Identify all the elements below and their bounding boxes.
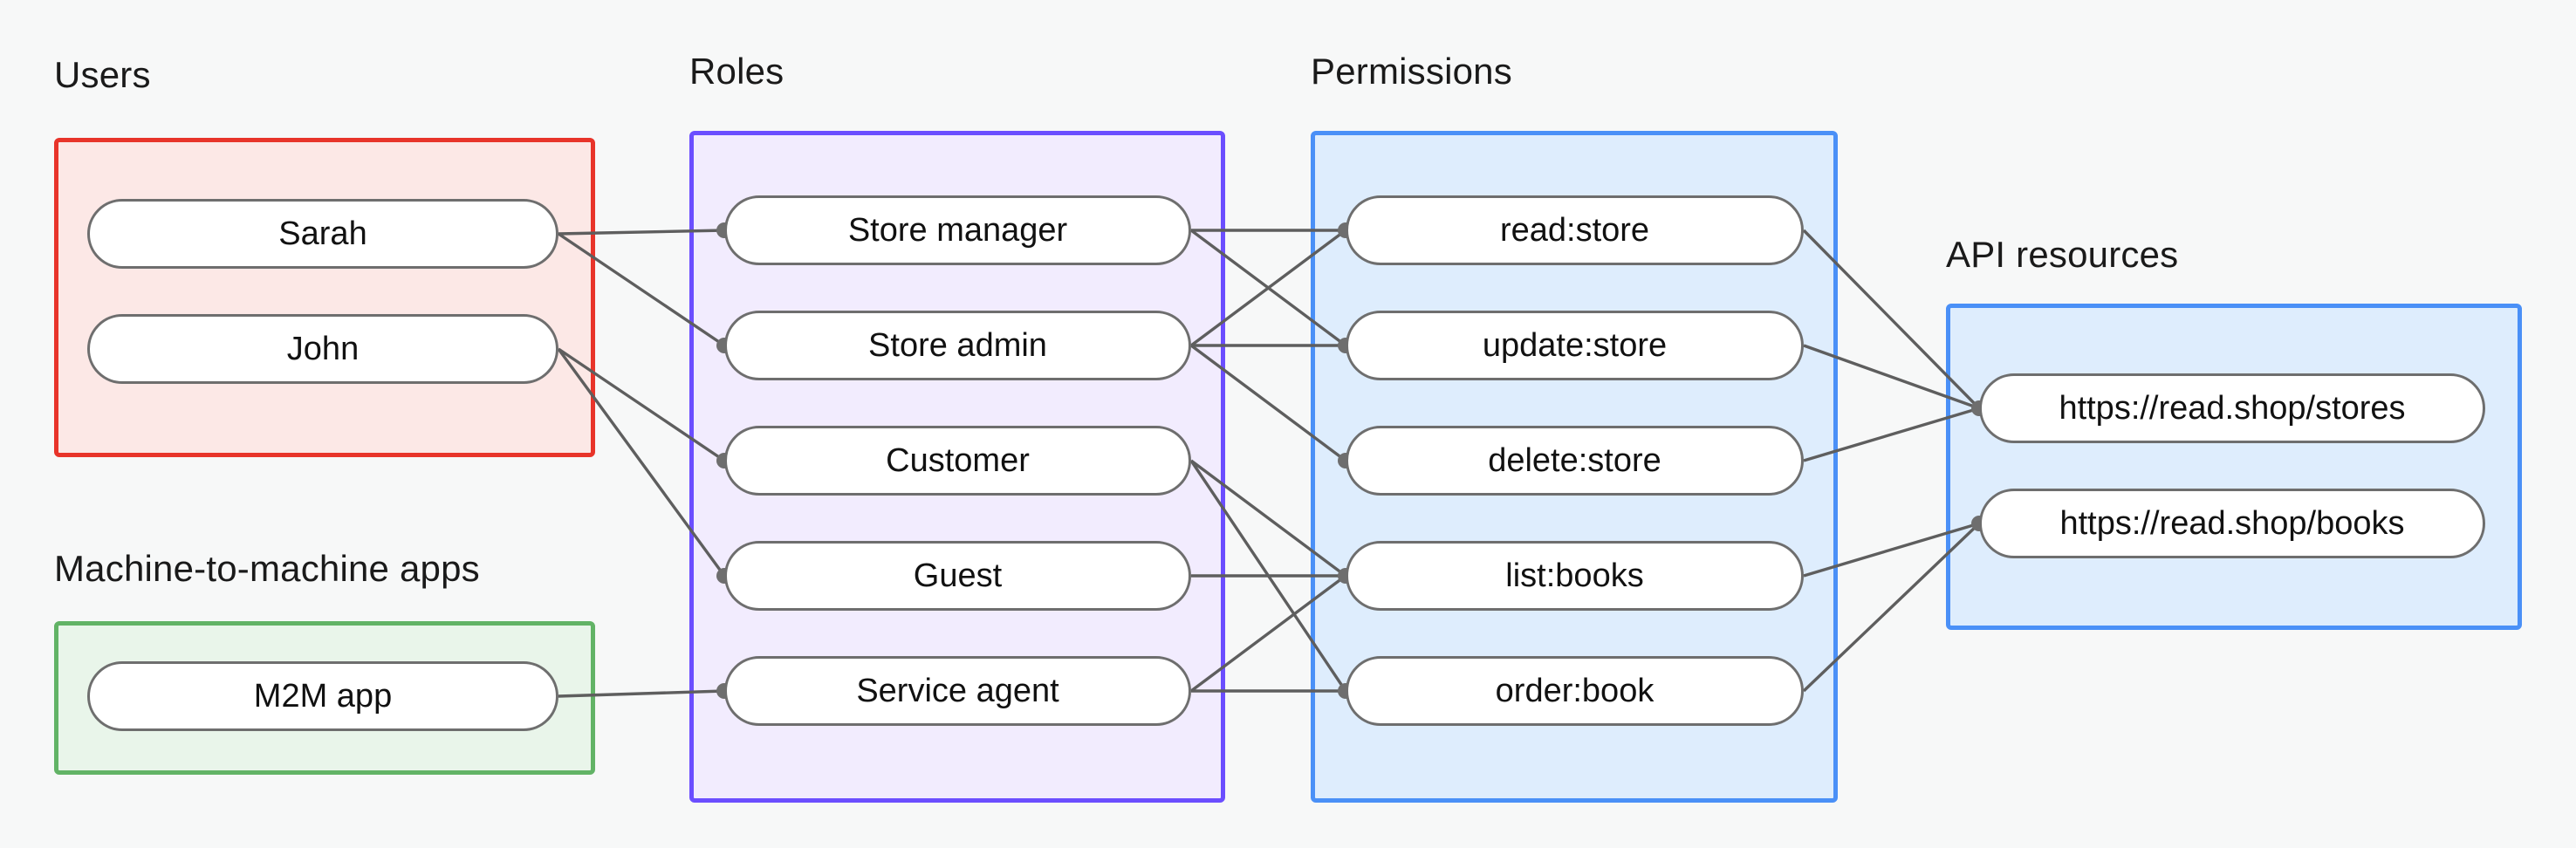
node-label: Service agent [856, 672, 1059, 709]
node-label: https://read.shop/books [2059, 504, 2405, 542]
node-label: list:books [1505, 557, 1644, 594]
node-john[interactable]: John [87, 314, 558, 384]
node-label: M2M app [253, 677, 393, 715]
node-store-manager[interactable]: Store manager [724, 195, 1191, 265]
group-box-users [54, 138, 595, 457]
node-label: Guest [913, 557, 1003, 594]
node-label: Customer [886, 441, 1030, 479]
node-label: https://read.shop/stores [2059, 389, 2406, 427]
node-label: update:store [1482, 326, 1668, 364]
node-guest[interactable]: Guest [724, 541, 1191, 611]
node-order-book[interactable]: order:book [1346, 656, 1804, 726]
node-res-books[interactable]: https://read.shop/books [1979, 489, 2485, 558]
node-customer[interactable]: Customer [724, 426, 1191, 496]
node-res-stores[interactable]: https://read.shop/stores [1979, 373, 2485, 443]
group-box-api-resources [1946, 304, 2522, 630]
group-title-api-resources: API resources [1946, 234, 2179, 275]
node-delete-store[interactable]: delete:store [1346, 426, 1804, 496]
node-m2mapp[interactable]: M2M app [87, 661, 558, 731]
node-label: delete:store [1488, 441, 1661, 479]
node-label: Store manager [847, 211, 1068, 249]
group-title-users: Users [54, 54, 151, 95]
node-label: Sarah [278, 215, 367, 252]
node-store-admin[interactable]: Store admin [724, 311, 1191, 380]
node-list-books[interactable]: list:books [1346, 541, 1804, 611]
node-sarah[interactable]: Sarah [87, 199, 558, 269]
group-title-m2m: Machine-to-machine apps [54, 548, 480, 589]
group-title-permissions: Permissions [1311, 51, 1512, 92]
node-label: Store admin [868, 326, 1047, 364]
node-read-store[interactable]: read:store [1346, 195, 1804, 265]
node-update-store[interactable]: update:store [1346, 311, 1804, 380]
node-label: John [286, 330, 360, 367]
node-service-agent[interactable]: Service agent [724, 656, 1191, 726]
group-title-roles: Roles [689, 51, 784, 92]
node-label: read:store [1499, 211, 1650, 249]
node-label: order:book [1495, 672, 1655, 709]
